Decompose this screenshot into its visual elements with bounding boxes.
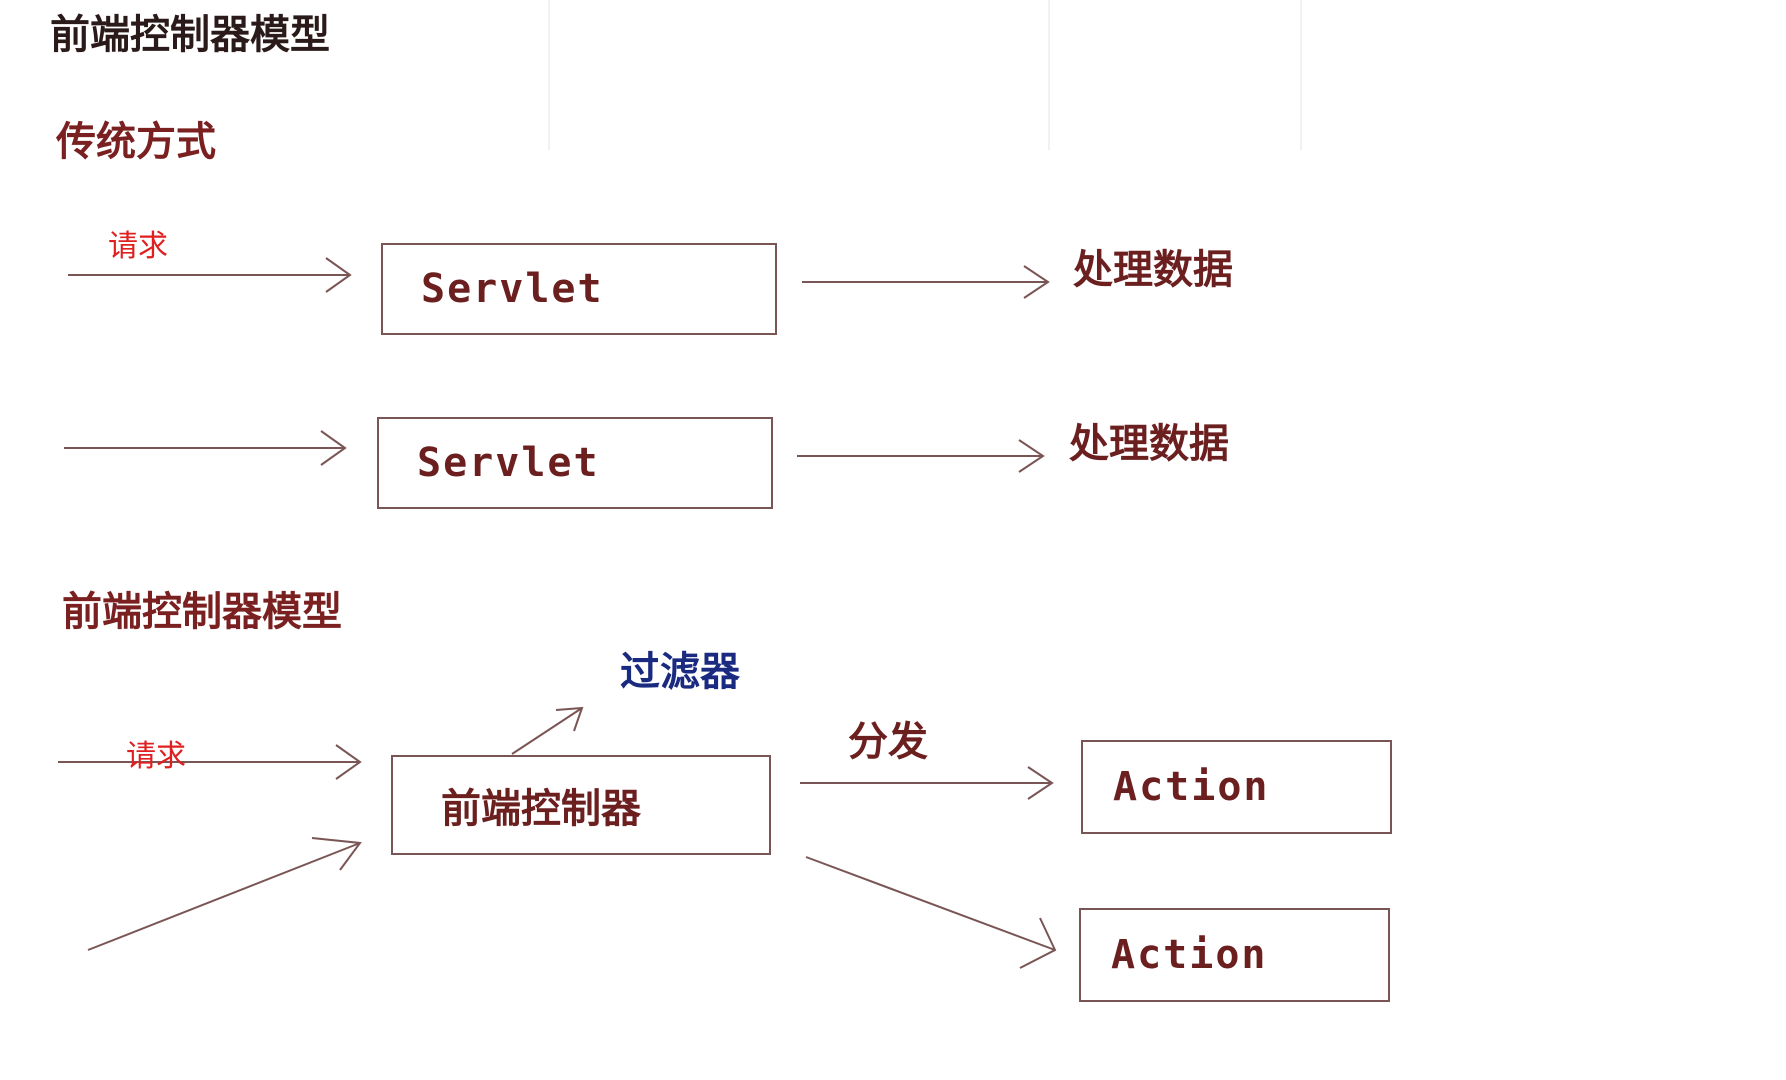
request-arrow-diagonal	[87, 837, 362, 951]
request-arrow	[58, 744, 362, 780]
section-heading-traditional: 传统方式	[56, 119, 216, 165]
servlet-box: Servlet	[381, 243, 777, 335]
background-line	[1048, 0, 1050, 150]
request-label: 请求	[126, 739, 186, 774]
servlet-box: Servlet	[377, 417, 773, 509]
request-arrow	[68, 257, 352, 293]
action-box-label: Action	[1111, 932, 1268, 978]
output-arrow	[797, 439, 1045, 473]
background-line	[548, 0, 550, 150]
filter-label: 过滤器	[620, 649, 740, 695]
background-line	[1300, 0, 1302, 150]
dispatch-arrow	[800, 766, 1054, 800]
dispatch-arrow-diagonal	[805, 856, 1057, 969]
filter-arrow	[511, 706, 584, 755]
dispatch-label: 分发	[848, 719, 928, 765]
section-heading-front-controller: 前端控制器模型	[62, 589, 342, 635]
request-arrow	[64, 430, 347, 466]
action-box-label: Action	[1113, 764, 1270, 810]
result-label: 处理数据	[1073, 247, 1233, 293]
front-controller-label: 前端控制器	[441, 786, 641, 832]
request-label: 请求	[108, 229, 168, 264]
front-controller-box: 前端控制器	[391, 755, 771, 855]
output-arrow	[802, 265, 1050, 299]
result-label: 处理数据	[1069, 421, 1229, 467]
servlet-box-label: Servlet	[417, 440, 600, 486]
action-box: Action	[1079, 908, 1390, 1002]
page-title: 前端控制器模型	[50, 12, 330, 58]
action-box: Action	[1081, 740, 1392, 834]
servlet-box-label: Servlet	[421, 266, 604, 312]
